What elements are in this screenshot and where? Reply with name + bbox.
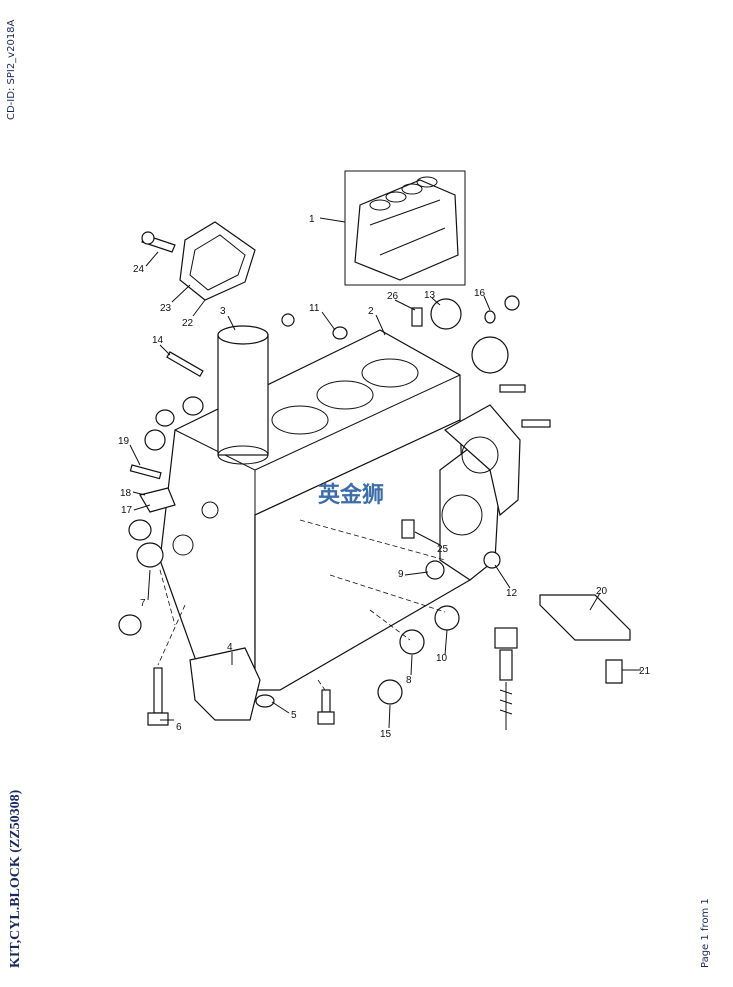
callout-18: 18 — [120, 488, 132, 499]
callout-23: 23 — [160, 303, 172, 314]
inset-complete-block — [344, 170, 466, 286]
leader-lines — [129, 217, 641, 729]
callout-25: 25 — [437, 544, 449, 555]
callout-12: 12 — [506, 588, 518, 599]
callout-3: 3 — [220, 306, 226, 317]
assembly-lines — [157, 519, 446, 691]
callout-5: 5 — [291, 710, 297, 721]
callout-10: 10 — [436, 653, 448, 664]
callout-20: 20 — [596, 586, 608, 597]
callout-7: 7 — [140, 598, 146, 609]
callout-9: 9 — [398, 569, 404, 580]
callout-labels: 1 24 23 22 3 11 2 26 13 16 14 19 18 17 7… — [118, 214, 651, 740]
callout-6: 6 — [176, 722, 182, 733]
callout-13: 13 — [424, 290, 436, 301]
callout-22: 22 — [182, 318, 194, 329]
valve-and-rail — [494, 594, 631, 730]
callout-1: 1 — [309, 214, 315, 225]
callout-14: 14 — [152, 335, 164, 346]
small-parts — [118, 295, 551, 726]
callout-15: 15 — [380, 729, 392, 740]
callout-2: 2 — [368, 306, 374, 317]
cylinder-block — [159, 329, 521, 701]
cylinder-liner — [217, 325, 269, 465]
cover-plate — [141, 221, 256, 301]
callout-24: 24 — [133, 264, 145, 275]
callout-11: 11 — [309, 303, 320, 314]
callout-16: 16 — [474, 288, 486, 299]
callout-8: 8 — [406, 675, 412, 686]
callout-19: 19 — [118, 436, 130, 447]
callout-21: 21 — [639, 666, 651, 677]
callout-4: 4 — [227, 642, 233, 653]
callout-17: 17 — [121, 505, 133, 516]
watermark: 英金狮 — [318, 482, 384, 508]
callout-26: 26 — [387, 291, 399, 302]
